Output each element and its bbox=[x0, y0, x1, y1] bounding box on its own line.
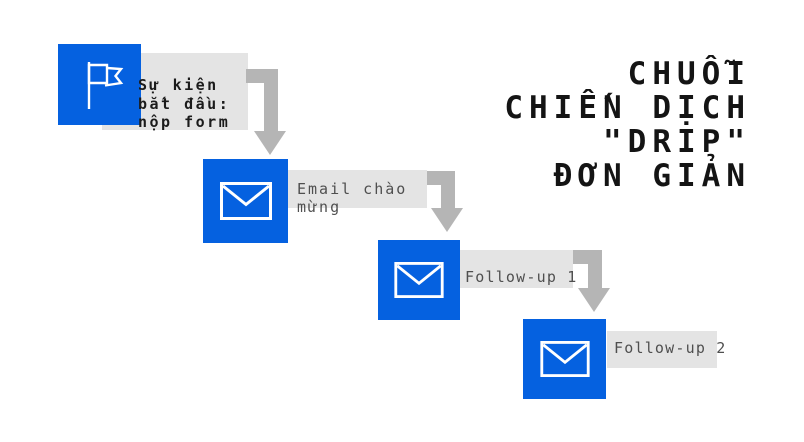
welcome-email-label: Email chào mừng bbox=[297, 180, 407, 216]
followup-1-label: Follow-up 1 bbox=[465, 268, 578, 286]
envelope-icon bbox=[539, 341, 590, 377]
followup-2-label: Follow-up 2 bbox=[614, 339, 727, 357]
envelope-icon bbox=[394, 262, 444, 298]
trigger-label-line: bắt đầu: bbox=[138, 94, 231, 113]
welcome-email-node bbox=[203, 159, 288, 243]
trigger-label-line: Sự kiện bbox=[138, 76, 219, 94]
arrow-down-1 bbox=[246, 69, 286, 155]
diagram-title-line: ĐƠN GIẢN bbox=[553, 158, 751, 194]
envelope-icon bbox=[219, 182, 272, 220]
welcome-email-label-line: Email chào bbox=[297, 180, 408, 198]
followup-1-label-box bbox=[442, 250, 573, 288]
flag-icon bbox=[87, 61, 123, 109]
arrow-down-2 bbox=[423, 171, 463, 232]
diagram-title-line: "DRIP" bbox=[603, 124, 751, 160]
trigger-node bbox=[58, 44, 141, 125]
welcome-email-label-line: mừng bbox=[297, 198, 342, 216]
trigger-label: Sự kiện bắt đầu: nộp form bbox=[138, 76, 230, 132]
diagram-title-line: CHUỖI bbox=[627, 56, 751, 92]
diagram-title: CHUỖI CHIẾN DỊCH "DRIP" ĐƠN GIẢN bbox=[504, 57, 751, 193]
followup-2-node bbox=[523, 319, 606, 399]
arrow-down-3 bbox=[570, 250, 610, 312]
diagram-title-line: CHIẾN DỊCH bbox=[504, 90, 751, 126]
trigger-label-line: nộp form bbox=[138, 113, 231, 131]
followup-2-label-box bbox=[607, 331, 717, 368]
followup-1-node bbox=[378, 240, 460, 320]
